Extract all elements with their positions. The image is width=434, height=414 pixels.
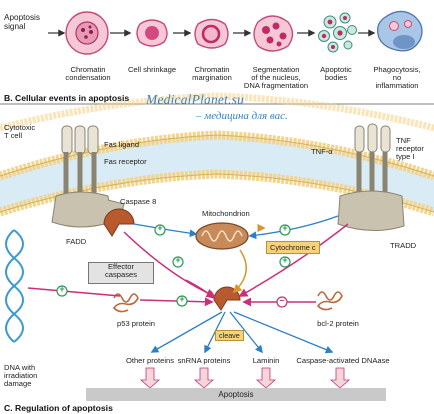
tnf-receptor-label: TNF receptor type I bbox=[396, 136, 424, 162]
bcl-2-protein-icon bbox=[316, 291, 343, 311]
bcl-2-protein-label: bcl-2 protein bbox=[317, 319, 359, 328]
dna-damage-label: DNA with irradiation damage bbox=[4, 363, 38, 389]
target-snrna-proteins: snRNA proteins bbox=[177, 356, 231, 365]
plus-sign: + bbox=[157, 223, 163, 233]
fas-receptor-label: Fas receptor bbox=[104, 157, 147, 166]
tnf-alpha-label: TNF-α bbox=[311, 147, 333, 156]
mitochondrion-icon bbox=[195, 222, 249, 250]
plus-sign: + bbox=[179, 294, 185, 304]
target-laminin: Laminin bbox=[252, 356, 280, 365]
signal-arrows bbox=[27, 215, 349, 354]
stage-label-3: Chromatin margination bbox=[192, 65, 232, 83]
stage-label-2: Cell shrinkage bbox=[127, 65, 177, 74]
fas-ligand-label: Fas ligand bbox=[104, 140, 140, 149]
stage-label-6: Phagocytosis, no inflammation bbox=[373, 65, 421, 91]
target-caspase-activated-dnaase: Caspase-activated DNAase bbox=[296, 356, 390, 365]
fas-receptor-complex bbox=[51, 125, 125, 228]
plus-sign: + bbox=[175, 255, 181, 265]
fadd-label: FADD bbox=[66, 237, 87, 246]
caspase-8-label: Caspase 8 bbox=[120, 197, 157, 206]
dna-helix-icon bbox=[5, 229, 24, 343]
apoptosis-bar: Apoptosis bbox=[86, 388, 386, 401]
cell-apoptotic-bodies bbox=[318, 12, 357, 53]
watermark-site: MedicalPlanet.su bbox=[146, 92, 245, 107]
cytotoxic-t-cell-label: Cytotoxic T cell bbox=[4, 123, 36, 141]
target-other-proteins: Other proteins bbox=[125, 356, 175, 365]
watermark-tagline: – медицина для вас. bbox=[196, 110, 288, 122]
cell-chromatin-condensation bbox=[65, 11, 109, 55]
cell-phagocyte bbox=[376, 10, 423, 52]
panel-b-sequence bbox=[0, 10, 434, 105]
cell-nucleus-segmentation bbox=[253, 15, 294, 52]
cell-chromatin-margination bbox=[194, 18, 229, 49]
plus-sign: + bbox=[59, 284, 65, 294]
apoptosis-arrows bbox=[139, 367, 351, 389]
stage-label-5: Apoptotic bodies bbox=[320, 65, 352, 83]
apoptosis-signal-label: Apoptosis signal bbox=[4, 13, 40, 31]
stage-label-1: Chromatin condensation bbox=[65, 65, 111, 83]
p53-protein-label: p53 protein bbox=[117, 319, 155, 328]
plus-sign: + bbox=[282, 223, 288, 233]
mitochondrion-label: Mitochondrion bbox=[202, 209, 250, 218]
panel-c-caption: C. Regulation of apoptosis bbox=[4, 403, 113, 413]
minus-sign: – bbox=[279, 295, 285, 305]
regulation-markers bbox=[56, 224, 291, 308]
effector-caspases-label: Effector caspases bbox=[88, 262, 154, 284]
stage-label-4: Segmentation of the nucleus, DNA fragmen… bbox=[243, 65, 309, 91]
p53-protein-icon bbox=[112, 293, 139, 313]
cleave-label: cleave bbox=[215, 330, 244, 341]
plus-sign: + bbox=[282, 255, 288, 265]
caspase-8-icon bbox=[103, 208, 135, 237]
cell-shrinkage bbox=[136, 19, 168, 47]
panel-b-caption: B. Cellular events in apoptosis bbox=[4, 93, 130, 103]
tradd-label: TRADD bbox=[390, 241, 417, 250]
tnf-receptor-complex bbox=[337, 123, 405, 232]
cytochrome-c-label: Cytochrome c bbox=[266, 241, 320, 254]
